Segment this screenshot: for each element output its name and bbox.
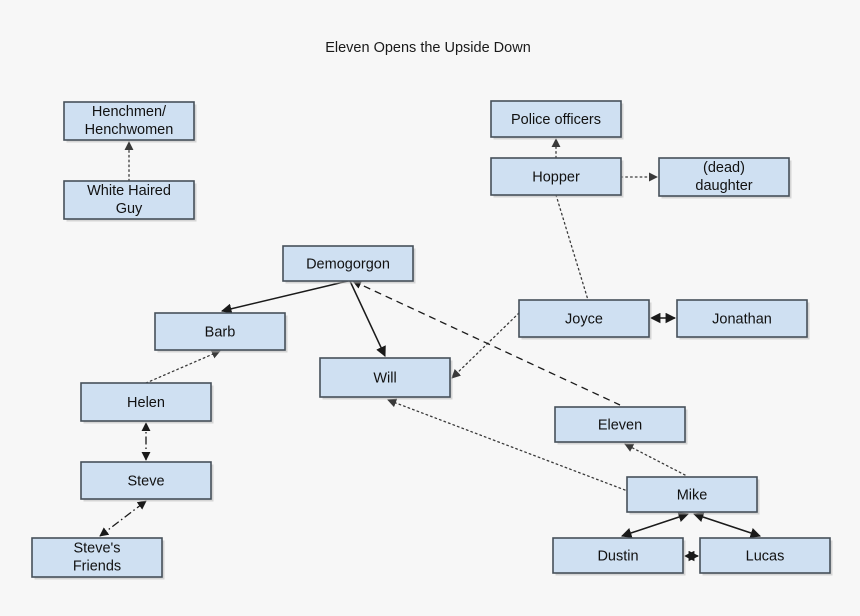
node-box[interactable] bbox=[319, 357, 451, 398]
node-henchmen[interactable]: Henchmen/Henchwomen bbox=[63, 101, 197, 143]
node-label-line1: Henchmen/ bbox=[92, 104, 167, 120]
node-dustin[interactable]: Dustin bbox=[552, 537, 686, 576]
edge-mike-to-will bbox=[387, 398, 626, 491]
node-box[interactable] bbox=[658, 157, 790, 197]
node-jonathan[interactable]: Jonathan bbox=[676, 299, 810, 340]
node-demogorgon[interactable]: Demogorgon bbox=[282, 245, 416, 284]
edge-joyce-to-will bbox=[451, 312, 520, 379]
node-box[interactable] bbox=[676, 299, 808, 338]
edge-hopper-to-joyce bbox=[555, 194, 589, 301]
edge-demogorgon-to-eleven bbox=[352, 280, 621, 406]
edge-helen-to-barb bbox=[145, 350, 221, 384]
node-box[interactable] bbox=[282, 245, 414, 282]
node-label: Will bbox=[373, 370, 396, 386]
node-box[interactable] bbox=[554, 406, 686, 443]
node-joyce[interactable]: Joyce bbox=[518, 299, 652, 340]
edge-mike-to-eleven bbox=[624, 443, 686, 476]
node-box[interactable] bbox=[154, 312, 286, 351]
edge-steves_friends-to-steve bbox=[99, 500, 147, 537]
node-label: Dustin bbox=[597, 548, 638, 564]
node-box[interactable] bbox=[63, 101, 195, 141]
node-box[interactable] bbox=[626, 476, 758, 513]
node-label-line1: (dead) bbox=[703, 160, 745, 176]
node-label: Jonathan bbox=[712, 311, 772, 327]
node-box[interactable] bbox=[490, 157, 622, 196]
node-box[interactable] bbox=[518, 299, 650, 338]
node-will[interactable]: Will bbox=[319, 357, 453, 400]
node-barb[interactable]: Barb bbox=[154, 312, 288, 353]
node-label: Mike bbox=[677, 487, 708, 503]
node-label-line1: White Haired bbox=[87, 183, 171, 199]
node-box[interactable] bbox=[490, 100, 622, 138]
node-lucas[interactable]: Lucas bbox=[699, 537, 833, 576]
node-label: Hopper bbox=[532, 169, 580, 185]
node-police[interactable]: Police officers bbox=[490, 100, 624, 140]
edge-dustin-to-mike bbox=[621, 512, 689, 538]
node-label: Police officers bbox=[511, 112, 601, 128]
node-label-line2: Henchwomen bbox=[85, 122, 174, 138]
node-box[interactable] bbox=[80, 461, 212, 500]
node-label: Eleven bbox=[598, 417, 642, 433]
node-mike[interactable]: Mike bbox=[626, 476, 760, 515]
node-box[interactable] bbox=[63, 180, 195, 220]
node-label: Joyce bbox=[565, 311, 603, 327]
node-label: Demogorgon bbox=[306, 256, 390, 272]
page-title: Eleven Opens the Upside Down bbox=[325, 40, 531, 56]
edge-layer bbox=[99, 138, 761, 562]
node-label: Steve bbox=[127, 473, 164, 489]
edge-demogorgon-to-will bbox=[349, 280, 386, 357]
node-label-line2: Guy bbox=[116, 201, 143, 217]
node-label: Helen bbox=[127, 395, 165, 411]
node-eleven[interactable]: Eleven bbox=[554, 406, 688, 445]
edge-mike-to-lucas bbox=[693, 512, 761, 538]
node-hopper[interactable]: Hopper bbox=[490, 157, 624, 198]
node-box[interactable] bbox=[31, 537, 163, 578]
node-label-line1: Steve's bbox=[73, 540, 120, 556]
node-box[interactable] bbox=[699, 537, 831, 574]
node-label-line2: Friends bbox=[73, 558, 121, 574]
node-helen[interactable]: Helen bbox=[80, 382, 214, 424]
node-box[interactable] bbox=[80, 382, 212, 422]
node-label: Barb bbox=[205, 324, 236, 340]
node-label: Lucas bbox=[746, 548, 785, 564]
node-daughter[interactable]: (dead) daughter bbox=[658, 157, 792, 199]
node-steve[interactable]: Steve bbox=[80, 461, 214, 502]
node-label-line2: daughter bbox=[695, 178, 752, 194]
node-box[interactable] bbox=[552, 537, 684, 574]
edge-demogorgon-to-barb bbox=[220, 280, 349, 314]
